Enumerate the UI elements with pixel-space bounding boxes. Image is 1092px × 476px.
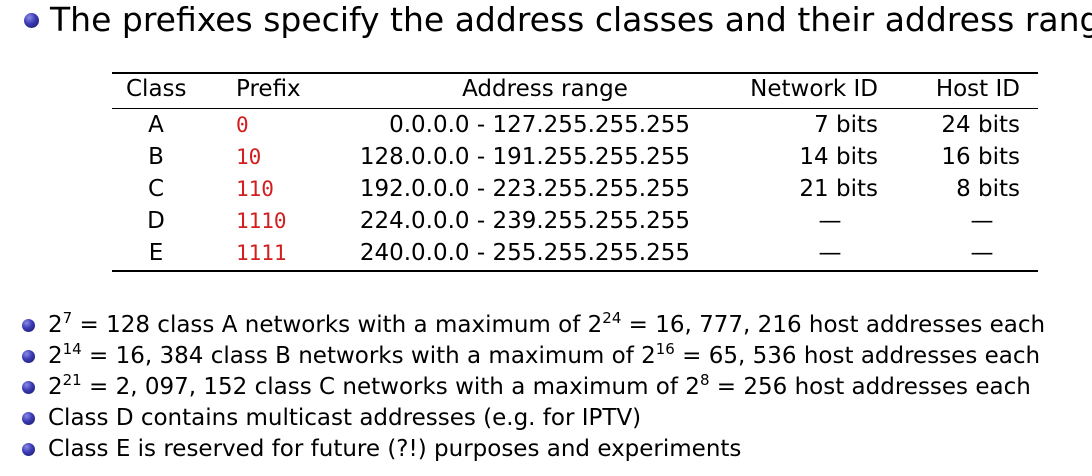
heading-bullet-icon [24, 13, 39, 28]
row-network-id: — [818, 208, 842, 234]
row-network-id: — [818, 240, 842, 266]
row-prefix: 110 [236, 177, 274, 201]
list-item: 221 = 2, 097, 152 class C networks with … [48, 372, 1031, 402]
list-item-text: = 2, 097, 152 class C networks with a ma… [81, 374, 686, 400]
row-host-id: 8 bits [956, 176, 1020, 202]
list-item-text: = 256 host addresses each [709, 374, 1031, 400]
row-network-id: 14 bits [799, 144, 878, 170]
header-host-id: Host ID [935, 76, 1020, 102]
math-exponent: 21 [62, 371, 82, 389]
math-exponent: 14 [62, 340, 82, 358]
row-prefix: 1111 [236, 241, 287, 265]
bullet-icon [22, 412, 35, 425]
row-address-range: 224.0.0.0 - 239.255.255.255 [359, 208, 690, 234]
row-class: A [148, 112, 164, 138]
row-prefix: 0 [236, 113, 249, 137]
math-exponent: 24 [602, 309, 622, 327]
math-exponent: 7 [62, 309, 73, 327]
header-class: Class [126, 76, 187, 102]
list-item-text: = 16, 777, 216 host addresses each [621, 312, 1046, 338]
row-address-range: 240.0.0.0 - 255.255.255.255 [359, 240, 690, 266]
table-top-rule [112, 72, 1038, 74]
row-address-range: 128.0.0.0 - 191.255.255.255 [359, 144, 690, 170]
header-address-range: Address range [462, 76, 628, 102]
math-base: 2 [587, 312, 603, 338]
list-item-text: = 16, 384 class B networks with a maximu… [81, 343, 642, 369]
row-host-id: 16 bits [941, 144, 1020, 170]
row-address-range: 192.0.0.0 - 223.255.255.255 [359, 176, 690, 202]
row-class: C [147, 176, 165, 202]
math-base: 2 [685, 374, 700, 400]
row-address-range: 0.0.0.0 - 127.255.255.255 [389, 112, 690, 138]
math-exponent: 16 [655, 340, 675, 358]
header-network-id: Network ID [750, 76, 878, 102]
bullet-icon [22, 350, 35, 363]
table-mid-rule [112, 108, 1038, 109]
row-class: D [147, 208, 165, 234]
row-host-id: — [970, 240, 994, 266]
bullet-icon [22, 319, 35, 332]
row-network-id: 21 bits [799, 176, 878, 202]
list-item-text: = 65, 536 host addresses each [674, 343, 1041, 369]
math-base: 2 [48, 374, 63, 400]
list-item: Class D contains multicast addresses (e.… [48, 405, 642, 431]
math-base: 2 [48, 312, 63, 338]
math-base: 2 [48, 343, 63, 369]
header-prefix: Prefix [236, 76, 301, 102]
list-item-text: = 128 class A networks with a maximum of [72, 312, 588, 338]
bullet-icon [22, 443, 35, 456]
row-network-id: 7 bits [814, 112, 878, 138]
row-host-id: 24 bits [941, 112, 1020, 138]
row-prefix: 10 [236, 145, 262, 169]
row-class: B [148, 144, 164, 170]
table-bottom-rule [112, 270, 1038, 272]
math-exponent: 8 [699, 371, 710, 389]
row-prefix: 1110 [236, 209, 287, 233]
math-base: 2 [641, 343, 656, 369]
row-class: E [148, 240, 164, 266]
bullet-icon [22, 381, 35, 394]
list-item: 27 = 128 class A networks with a maximum… [48, 310, 1045, 340]
row-host-id: — [970, 208, 994, 234]
list-item: 214 = 16, 384 class B networks with a ma… [48, 341, 1040, 371]
list-item: Class E is reserved for future (?!) purp… [48, 436, 742, 462]
slide-heading: The prefixes specify the address classes… [50, 0, 1092, 39]
